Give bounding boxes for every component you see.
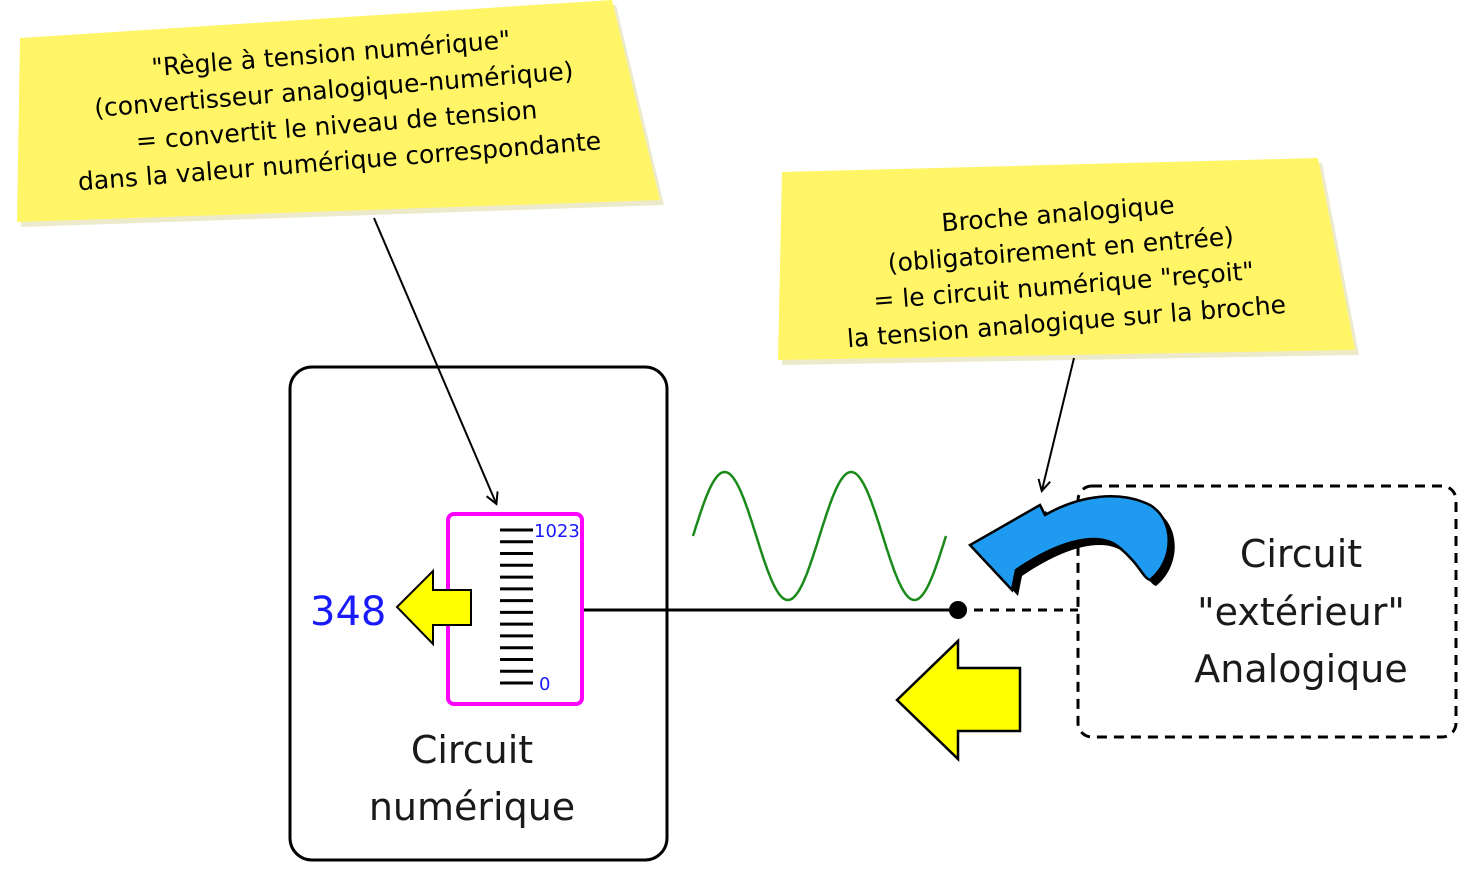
digital-circuit-box	[288, 365, 669, 862]
analog-pin-dot	[949, 601, 967, 619]
digital-circuit-label: Circuit	[411, 728, 533, 772]
yellow-arrow-left-icon	[895, 638, 1022, 762]
external-circuit-box	[1076, 484, 1458, 739]
adc-note: "Règle à tension numérique" (convertisse…	[17, 0, 664, 227]
pin-note-pointer-arrow	[1042, 357, 1075, 490]
adc-scale-min-label: 0	[539, 674, 550, 695]
blue-curved-arrow-icon	[968, 495, 1175, 596]
sine-wave-icon	[691, 470, 948, 602]
external-circuit-label: Analogique	[1194, 647, 1407, 691]
adc-note-pointer-arrow	[373, 217, 496, 503]
adc-scale-max-label: 1023	[534, 521, 580, 542]
pin-note: Broche analogique (obligatoirement en en…	[778, 158, 1359, 365]
adc-reading-value: 348	[310, 589, 386, 635]
adc-scale-ticks	[500, 528, 533, 685]
digital-circuit-label: numérique	[369, 785, 575, 829]
yellow-arrow-left-icon	[395, 568, 472, 647]
external-circuit-label: Circuit	[1240, 532, 1362, 576]
external-circuit-label: "extérieur"	[1197, 590, 1405, 634]
